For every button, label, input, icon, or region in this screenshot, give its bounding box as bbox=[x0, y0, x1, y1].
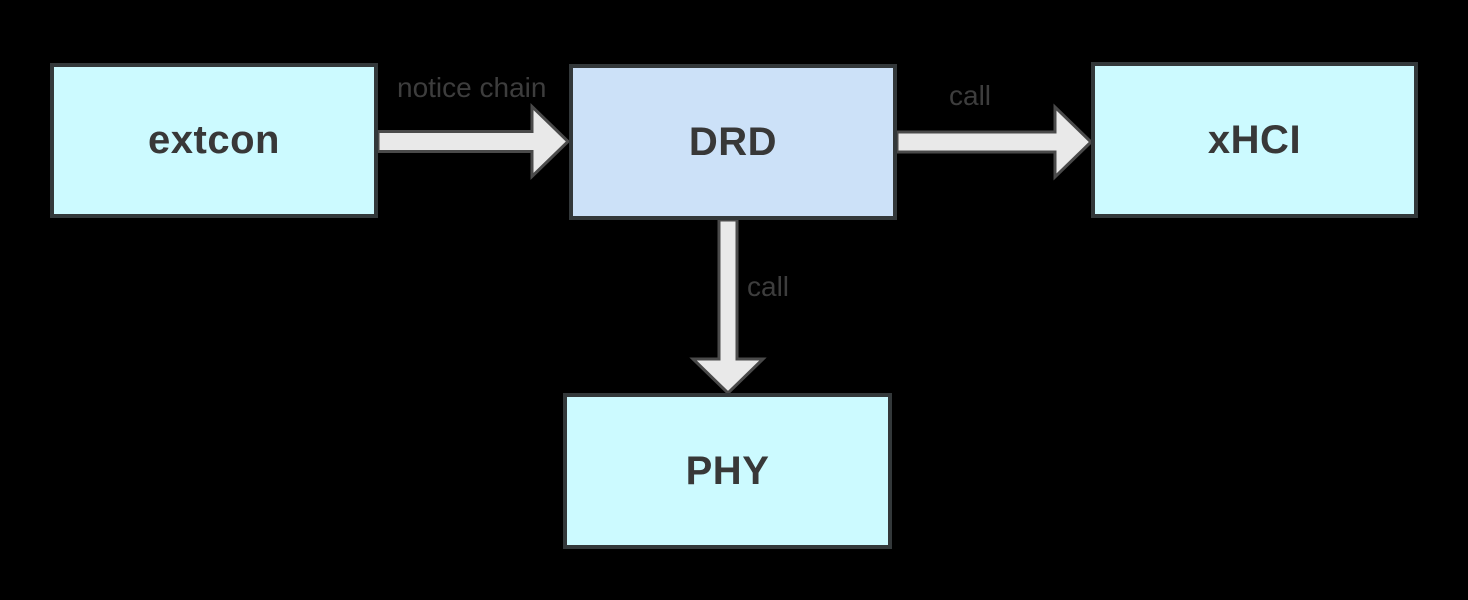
node-xhci: xHCI bbox=[1091, 62, 1418, 218]
node-phy: PHY bbox=[563, 393, 892, 549]
arrow-extcon-to-drd bbox=[376, 102, 571, 181]
node-extcon: extcon bbox=[50, 63, 378, 218]
node-extcon-label: extcon bbox=[148, 118, 280, 162]
arrow-drd-to-xhci bbox=[895, 103, 1094, 181]
edge-label-notice-chain: notice chain bbox=[397, 72, 547, 103]
edge-label-call-xhci: call bbox=[949, 80, 992, 111]
node-drd-label: DRD bbox=[688, 119, 778, 164]
arrow-drd-to-phy bbox=[689, 218, 767, 396]
node-drd: DRD bbox=[569, 64, 897, 220]
node-xhci-label: xHCI bbox=[1207, 117, 1302, 162]
node-phy-label: PHY bbox=[685, 448, 770, 493]
edge-label-call-phy: call bbox=[747, 271, 790, 302]
